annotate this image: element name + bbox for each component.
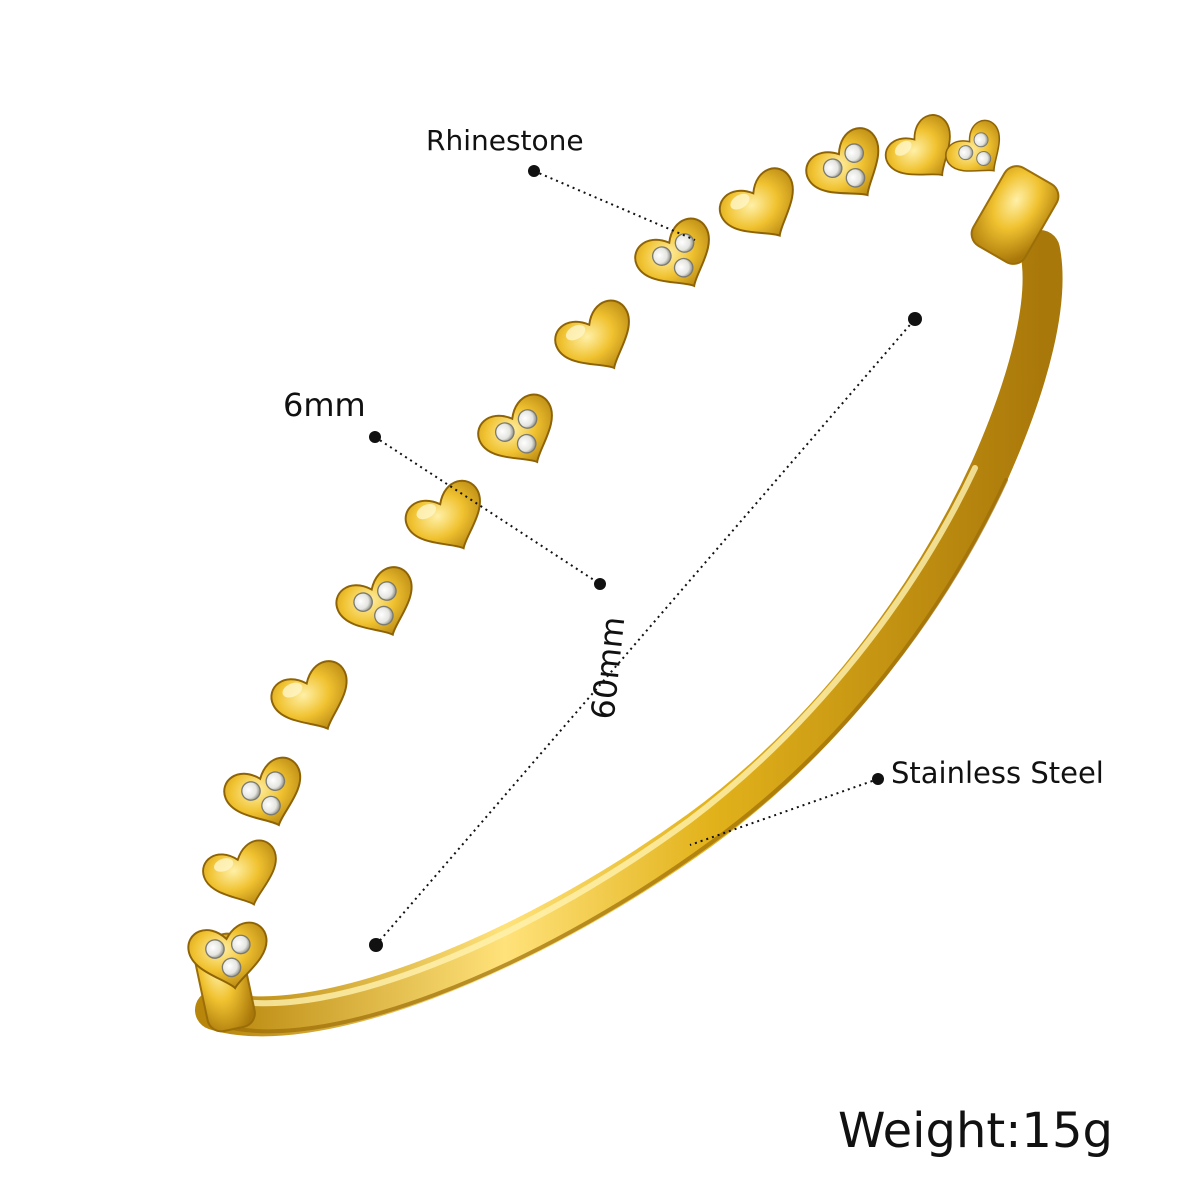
rhinestone: [651, 246, 672, 266]
bangle-lower-band: [195, 230, 1063, 1037]
heart-body: [398, 473, 500, 568]
rhinestone-heart-link: [939, 114, 1018, 191]
rhinestone: [673, 257, 694, 278]
rhinestone: [261, 795, 281, 816]
width-leader: [374, 436, 601, 585]
polished-heart-link: [878, 107, 972, 198]
bangle-inner-edge: [218, 478, 1008, 1034]
rhinestone: [958, 145, 974, 161]
heart-body: [470, 387, 573, 483]
heart-highlight: [282, 682, 303, 698]
rhinestone: [241, 781, 261, 801]
heart-highlight: [894, 140, 912, 156]
heart-body: [264, 654, 365, 747]
rhinestone: [494, 422, 515, 442]
rhinestone: [377, 581, 397, 601]
polished-heart-link: [264, 654, 365, 747]
rhinestone-label: Rhinestone: [426, 124, 584, 157]
rhinestone-heart-link: [627, 211, 730, 307]
heart-body: [218, 751, 317, 841]
heart-highlight: [565, 324, 586, 341]
polished-heart-link: [398, 473, 500, 568]
diameter-leader-dot-start: [369, 938, 383, 952]
polished-heart-link: [712, 160, 815, 258]
heart-highlight: [730, 193, 750, 210]
rhinestone-heart-link: [184, 918, 275, 996]
rhinestone: [265, 771, 286, 792]
rhinestone-leader-dot: [528, 165, 540, 177]
rhinestone: [822, 158, 843, 179]
heart-body: [197, 834, 291, 919]
rhinestone: [517, 409, 538, 429]
material-label: Stainless Steel: [891, 756, 1104, 790]
rhinestone: [230, 934, 251, 955]
heart-body: [712, 160, 815, 258]
diameter-leader-dot-end: [908, 312, 922, 326]
rhinestone: [844, 143, 865, 163]
heart-body: [798, 120, 901, 219]
rhinestone: [976, 150, 992, 166]
width-leader-dot-start: [369, 431, 381, 443]
rhinestone-heart-link: [798, 120, 901, 219]
annotation-leaders: [369, 165, 922, 952]
polished-heart-link: [197, 834, 291, 919]
rhinestone-heart-link: [470, 387, 573, 483]
polished-heart-link: [547, 293, 650, 389]
heart-body: [329, 560, 430, 653]
rhinestone: [374, 605, 394, 626]
heart-highlight: [214, 858, 234, 872]
hinge-right: [970, 165, 1060, 265]
rhinestone: [516, 433, 537, 454]
rhinestone: [973, 132, 989, 148]
rhinestone: [221, 957, 242, 978]
material-leader-dot: [872, 773, 884, 785]
heart-links: [184, 107, 1018, 996]
rhinestone-heart-link: [329, 560, 430, 653]
heart-highlight: [416, 503, 437, 520]
bangle-lower-band-highlight: [227, 465, 978, 1007]
heart-body: [627, 211, 730, 307]
rhinestone: [205, 939, 225, 959]
rhinestone-leader: [533, 170, 696, 241]
rhinestone: [353, 592, 373, 612]
width-leader-dot-end: [594, 578, 606, 590]
rhinestone-heart-link: [218, 751, 317, 841]
rhinestone: [845, 168, 866, 188]
heart-body: [547, 293, 650, 389]
width-label: 6mm: [283, 386, 366, 424]
weight-label: Weight:15g: [838, 1103, 1113, 1159]
